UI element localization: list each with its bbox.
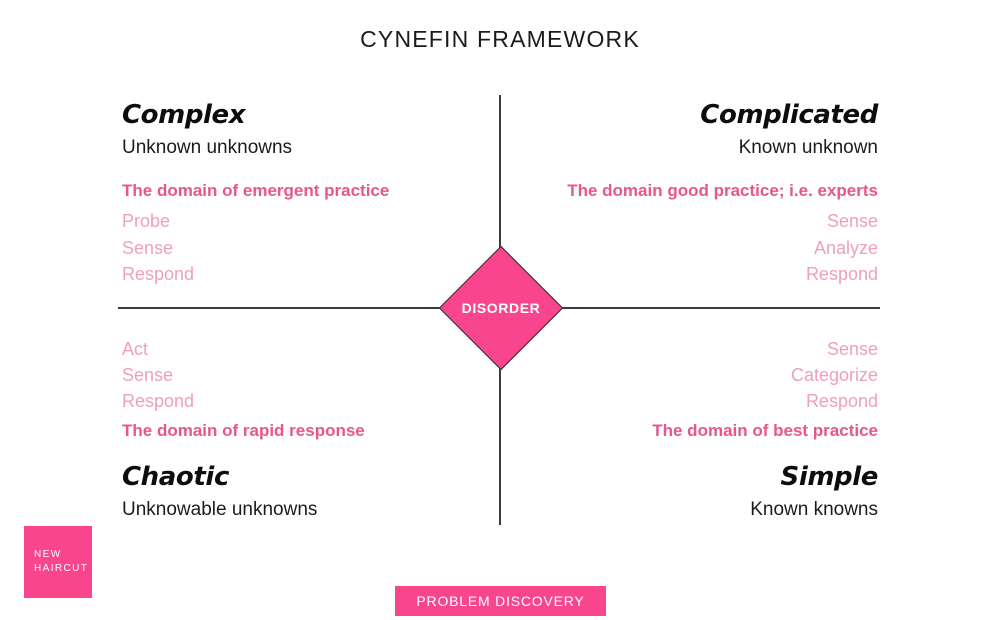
- quadrant-complex-action-1: Probe: [122, 211, 171, 232]
- logo-line-1: NEW: [34, 548, 62, 560]
- quadrant-complicated-action-2: Analyze: [813, 237, 878, 258]
- quadrant-complicated-domain: The domain good practice; i.e. experts: [567, 181, 878, 201]
- quadrant-simple-domain: The domain of best practice: [652, 421, 878, 441]
- problem-discovery-banner: PROBLEM DISCOVERY: [395, 586, 606, 616]
- quadrant-simple-action-2: Categorize: [790, 365, 878, 386]
- logo-line-2: HAIRCUT: [34, 563, 89, 574]
- quadrant-chaotic-action-1: Act: [122, 339, 149, 359]
- quadrant-complex-action-3: Respond: [122, 263, 195, 284]
- disorder-label: DISORDER: [461, 300, 541, 316]
- quadrant-simple-action-3: Respond: [805, 391, 878, 412]
- quadrant-complicated-action-1: Sense: [826, 211, 878, 232]
- quadrant-simple-heading: Simple: [780, 462, 879, 493]
- quadrant-complicated-heading: Complicated: [700, 100, 878, 130]
- quadrant-simple-subheading: Known knowns: [750, 499, 878, 521]
- quadrant-chaotic-action-3: Respond: [122, 391, 195, 412]
- new-haircut-logo: NEW HAIRCUT: [24, 526, 92, 598]
- quadrant-complex-domain: The domain of emergent practice: [122, 181, 390, 201]
- quadrant-complex-subheading: Unknown unknowns: [122, 136, 293, 158]
- quadrant-chaotic-domain: The domain of rapid response: [122, 421, 365, 441]
- quadrant-complicated-subheading: Known unknown: [738, 136, 878, 158]
- quadrant-complex-heading: Complex: [122, 100, 246, 130]
- quadrant-chaotic-heading: Chaotic: [122, 462, 229, 493]
- quadrant-chaotic-subheading: Unknowable unknowns: [122, 499, 318, 521]
- quadrant-complex-action-2: Sense: [122, 237, 174, 258]
- quadrant-chaotic-action-2: Sense: [122, 365, 174, 386]
- quadrant-complicated-action-3: Respond: [805, 263, 878, 284]
- quadrant-simple-action-1: Sense: [826, 339, 878, 359]
- quadrant-simple: Sense Categorize Respond The domain of b…: [498, 336, 878, 523]
- page-title: CYNEFIN FRAMEWORK: [360, 26, 640, 52]
- quadrant-complicated: Complicated Known unknown The domain goo…: [498, 100, 878, 287]
- quadrant-chaotic: Act Sense Respond The domain of rapid re…: [122, 336, 502, 523]
- quadrant-complex: Complex Unknown unknowns The domain of e…: [122, 100, 502, 287]
- disorder-diamond: DISORDER: [438, 245, 564, 371]
